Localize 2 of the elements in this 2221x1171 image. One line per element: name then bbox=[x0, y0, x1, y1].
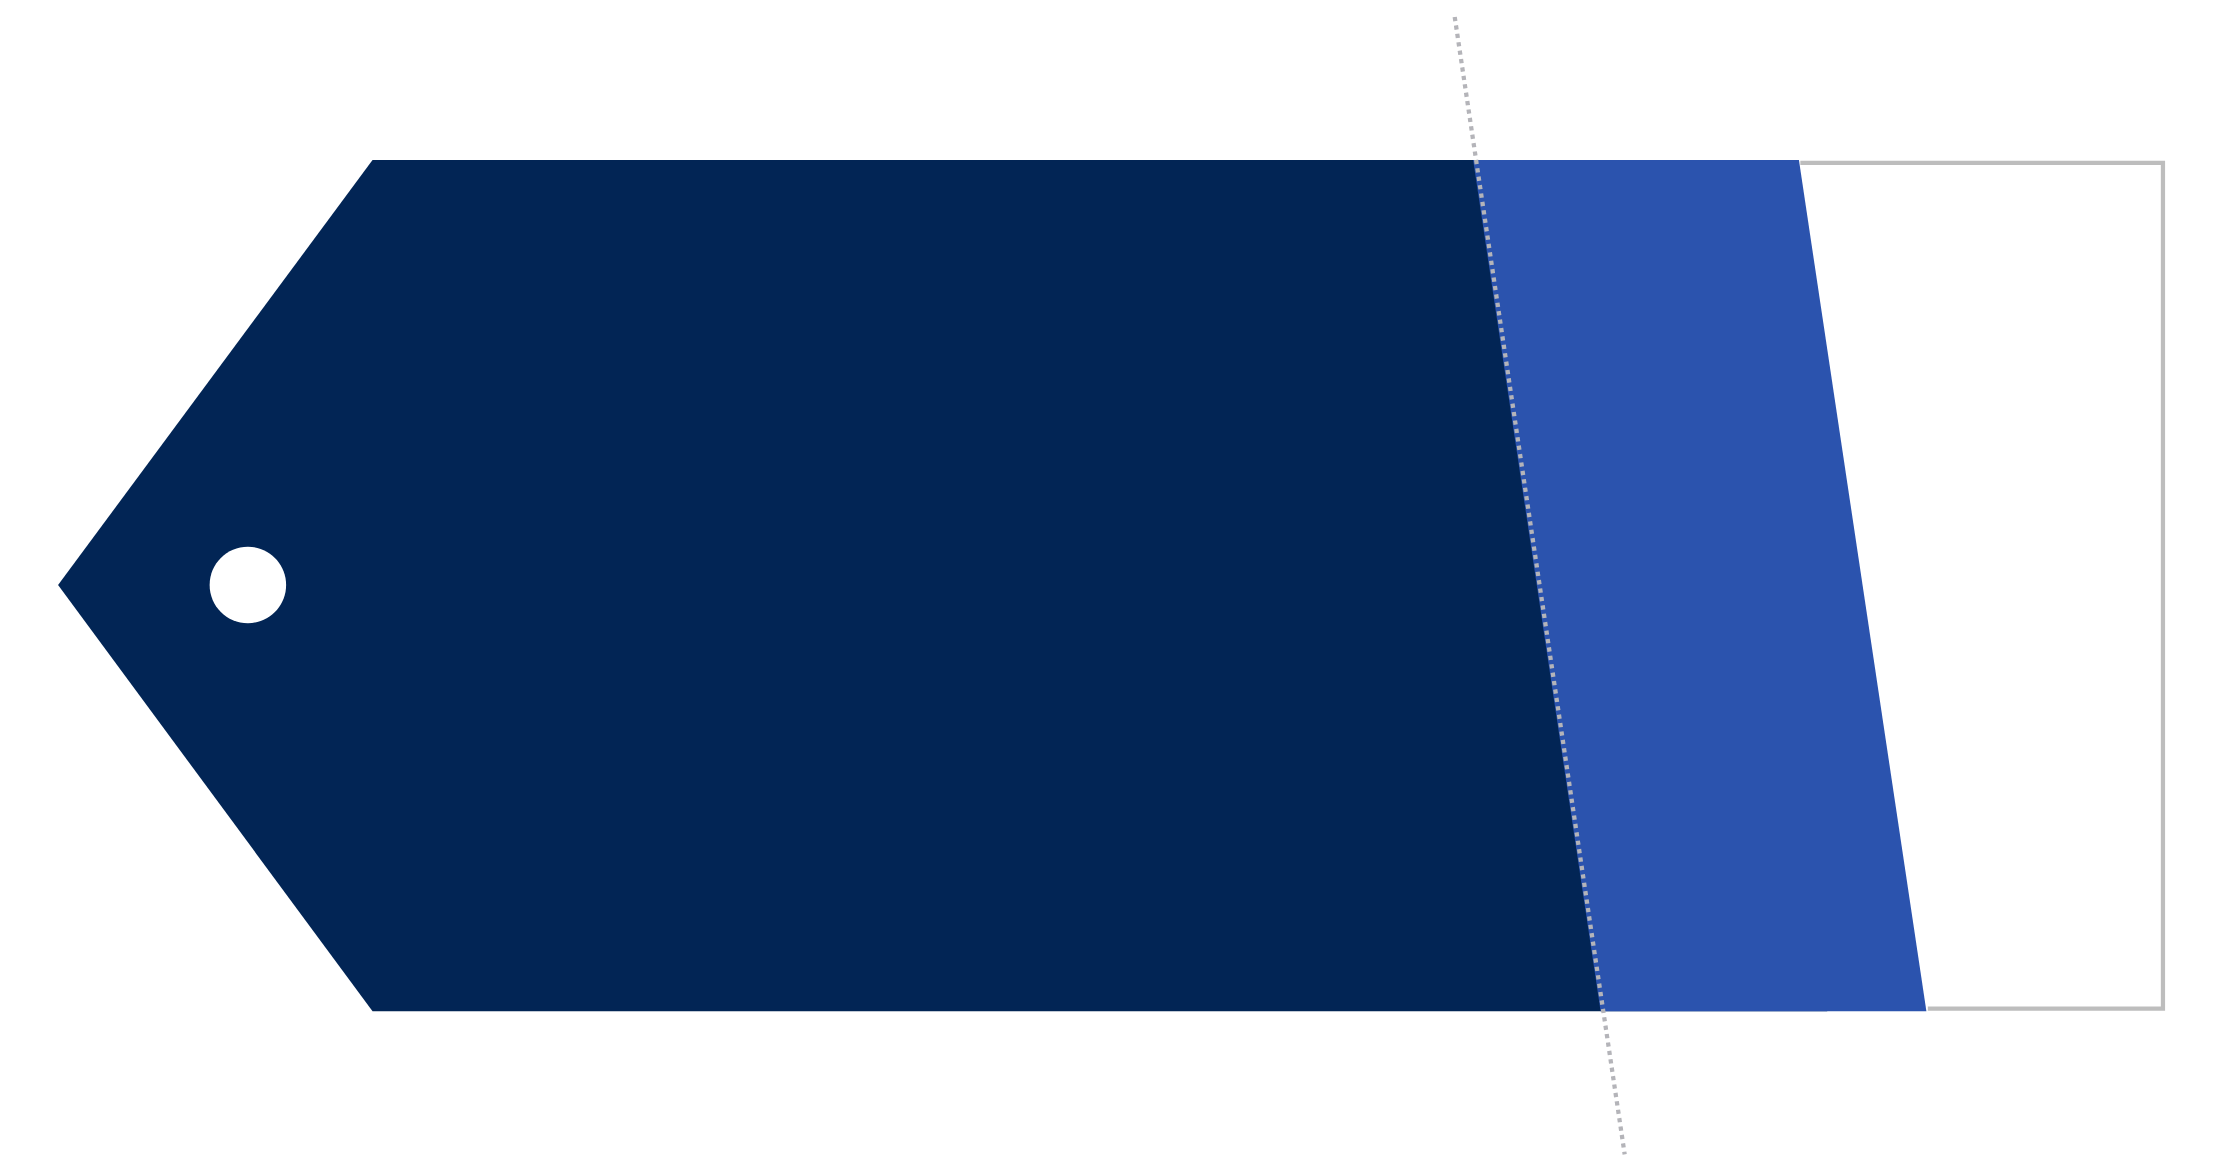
outlined-box bbox=[1800, 160, 2166, 1011]
slanted-band bbox=[1473, 159, 1927, 1012]
